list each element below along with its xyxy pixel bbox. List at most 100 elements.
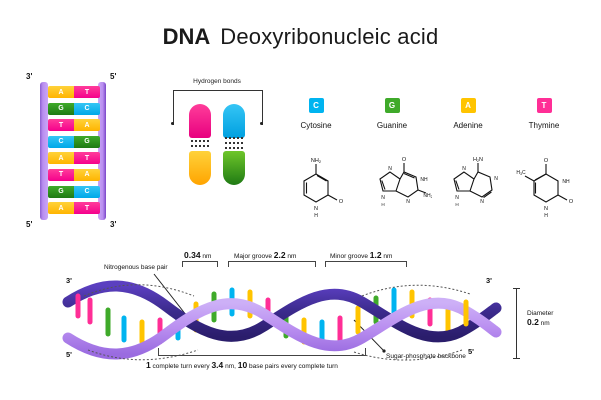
- turn-text: complete turn every: [152, 363, 210, 370]
- svg-text:O: O: [569, 199, 574, 205]
- diameter-gauge-bar: [516, 288, 517, 358]
- rise-label: 0.34 nm: [184, 250, 211, 260]
- legend-name-cytosine: Cytosine: [300, 121, 332, 130]
- svg-text:N: N: [462, 166, 466, 172]
- legend-item-thymine: T Thymine: [508, 98, 580, 130]
- legend-name-thymine: Thymine: [528, 121, 560, 130]
- helix-strand-back: [62, 280, 502, 343]
- base-g-left: G: [48, 185, 74, 198]
- nucleotide-guanine-bottom: [223, 151, 245, 185]
- direction-arc-bottom-right: [353, 349, 463, 361]
- base-a-right: A: [74, 168, 100, 181]
- base-g-left: G: [48, 102, 74, 115]
- double-helix-section: 0.34 nm Major groove 2.2 nm Minor groove…: [0, 240, 601, 400]
- ladder-backbone-right: [98, 82, 106, 220]
- diameter-unit: nm: [540, 320, 550, 327]
- base-a-left: A: [48, 86, 74, 98]
- backbone-callout-label: Sugar-phosphate backbone: [386, 353, 466, 360]
- base-a-left: A: [48, 202, 74, 215]
- legend-name-guanine: Guanine: [376, 121, 408, 130]
- base-t-right: T: [74, 86, 100, 98]
- hydrogen-bond-line: [191, 145, 209, 147]
- svg-text:NH: NH: [420, 177, 428, 183]
- diameter-label: Diameter 0.2 nm: [527, 310, 553, 327]
- direction-arc-top-right: [361, 284, 471, 297]
- legend-swatch-guanine: G: [384, 98, 400, 113]
- svg-text:N: N: [388, 166, 392, 172]
- adenine-structure: N H2N N N H N: [440, 152, 512, 222]
- guanine-structure: N O NH NH2 N H N: [360, 152, 433, 222]
- legend-swatch-cytosine: C: [308, 98, 324, 113]
- bracket-dot-left: [171, 122, 174, 125]
- svg-text:O: O: [544, 158, 549, 164]
- base-pair-callout-label: Nitrogenous base pair: [104, 264, 168, 271]
- helix-end-right-top: 3': [486, 276, 492, 285]
- hydrogen-bond-line: [225, 147, 243, 149]
- svg-text:H: H: [455, 202, 458, 207]
- ladder-end-bottom-left: 5': [26, 220, 33, 229]
- legend-swatch-thymine: T: [536, 98, 552, 113]
- thymine-structure: O H3C NH N H O: [516, 152, 588, 222]
- nucleotide-thymine-top: [189, 104, 211, 138]
- major-groove-bracket: [228, 261, 316, 267]
- svg-text:O: O: [339, 199, 344, 205]
- major-groove-name: Major groove: [234, 253, 272, 260]
- title-abbreviation: DNA: [162, 24, 211, 49]
- hydrogen-bonds-panel: Hydrogen bonds: [163, 78, 271, 185]
- minor-groove-unit: nm: [383, 253, 393, 260]
- base-g-right: G: [74, 135, 100, 148]
- base-legend: C Cytosine G Guanine A Adenine T Thymine: [280, 98, 590, 148]
- minor-groove-value: 1.2: [369, 250, 382, 260]
- base-a-left: A: [48, 152, 74, 165]
- helix-end-left-top: 3': [66, 276, 72, 285]
- legend-item-adenine: A Adenine: [432, 98, 504, 130]
- svg-text:N: N: [544, 206, 548, 212]
- direction-arc-top-left: [83, 284, 195, 297]
- bracket-dot-right: [260, 122, 263, 125]
- svg-text:H2N: H2N: [473, 157, 483, 163]
- turn-unit: nm,: [225, 363, 236, 370]
- helix-end-right-bottom: 5': [468, 347, 474, 356]
- base-pair-text: base pairs every complete turn: [249, 363, 338, 370]
- base-c-right: C: [74, 185, 100, 198]
- turn-count: 1: [146, 360, 151, 370]
- rise-bracket: [182, 261, 218, 267]
- complete-turn-bracket: [158, 348, 366, 356]
- rise-unit: nm: [202, 253, 212, 260]
- major-groove-value: 2.2: [273, 250, 286, 260]
- svg-text:N: N: [381, 195, 385, 201]
- rise-value: 0.34: [184, 250, 201, 260]
- svg-text:N: N: [455, 195, 459, 201]
- major-groove-unit: nm: [287, 253, 297, 260]
- direction-arc-bottom-left: [87, 349, 199, 361]
- minor-groove-label: Minor groove 1.2 nm: [330, 250, 392, 260]
- base-a-right: A: [74, 119, 100, 132]
- legend-swatch-adenine: A: [460, 98, 476, 113]
- base-c-left: C: [48, 135, 74, 148]
- svg-text:H: H: [544, 213, 548, 219]
- svg-text:NH2: NH2: [423, 193, 432, 199]
- base-t-left: T: [48, 119, 74, 132]
- hydrogen-bond-group-left: [189, 138, 211, 152]
- svg-text:O: O: [402, 157, 407, 163]
- legend-name-adenine: Adenine: [453, 121, 483, 130]
- helix-strand-front: [62, 297, 502, 360]
- dna-double-helix-illustration: [62, 280, 502, 361]
- svg-text:H3C: H3C: [516, 170, 526, 176]
- svg-text:NH2: NH2: [311, 158, 322, 164]
- hydrogen-bond-line: [191, 140, 209, 142]
- svg-text:H: H: [314, 213, 318, 219]
- ladder-end-top-right: 5': [110, 72, 117, 81]
- base-t-right: T: [74, 202, 100, 215]
- turn-length: 3.4: [211, 360, 224, 370]
- helix-end-left-bottom: 5': [66, 350, 72, 359]
- ladder-end-top-left: 3': [26, 72, 33, 81]
- diameter-gauge-cap-bottom: [513, 358, 520, 359]
